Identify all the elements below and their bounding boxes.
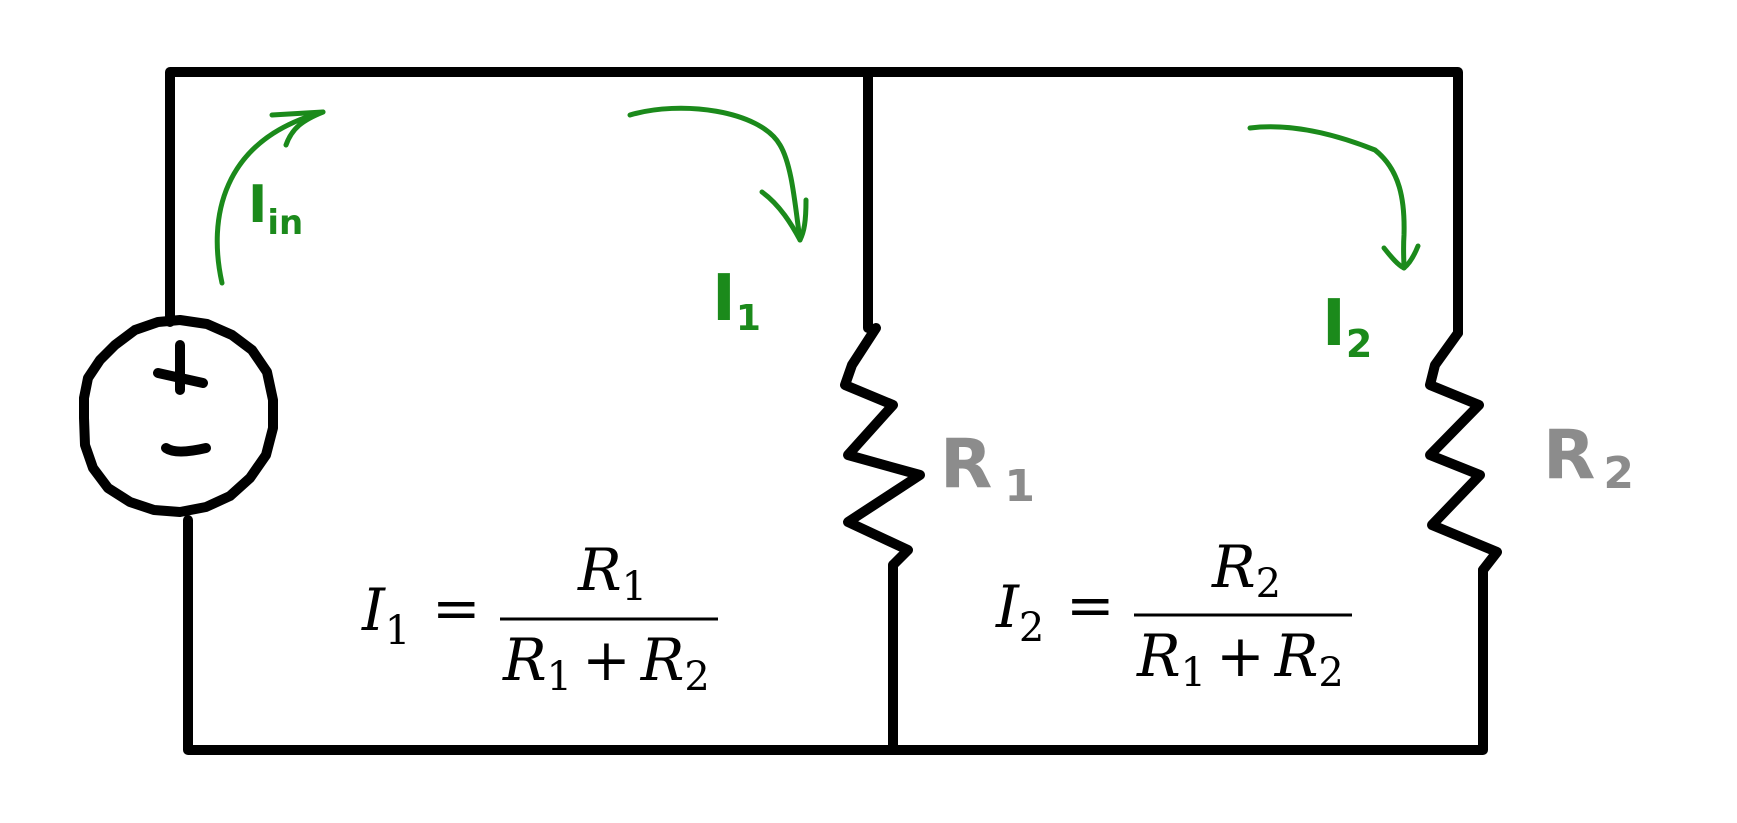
branch1-current-arrow bbox=[627, 105, 809, 243]
branch1-current-label: I1 bbox=[712, 262, 761, 339]
eq2-numerator: R2 bbox=[1211, 533, 1281, 607]
input-current-label: Iin bbox=[248, 175, 303, 243]
voltage-source-circle bbox=[79, 315, 278, 517]
equation-i1: I1 = R1 R1+R2 bbox=[361, 536, 718, 700]
eq2-equals: = bbox=[1066, 571, 1115, 639]
eq1-equals: = bbox=[432, 574, 481, 642]
voltage-source bbox=[79, 315, 278, 517]
eq1-denominator: R1+R2 bbox=[502, 626, 710, 700]
eq2-denominator: R1+R2 bbox=[1136, 622, 1344, 696]
minus-sign-icon bbox=[161, 443, 211, 457]
eq1-lhs: I1 bbox=[361, 576, 410, 654]
resistor-r1 bbox=[840, 323, 925, 570]
plus-sign-icon bbox=[153, 340, 208, 395]
eq1-numerator: R1 bbox=[577, 536, 647, 610]
bottom-wire bbox=[183, 515, 1488, 755]
branch2-current-label: I2 bbox=[1322, 287, 1372, 366]
equation-i2: I2 = R2 R1+R2 bbox=[995, 533, 1352, 696]
input-current-arrow bbox=[214, 109, 326, 286]
top-wire bbox=[165, 67, 1463, 338]
circuit-wires bbox=[165, 67, 1488, 755]
branch2-current-arrow bbox=[1247, 124, 1421, 271]
resistor-r2 bbox=[1425, 328, 1502, 575]
eq2-lhs: I2 bbox=[995, 573, 1044, 651]
